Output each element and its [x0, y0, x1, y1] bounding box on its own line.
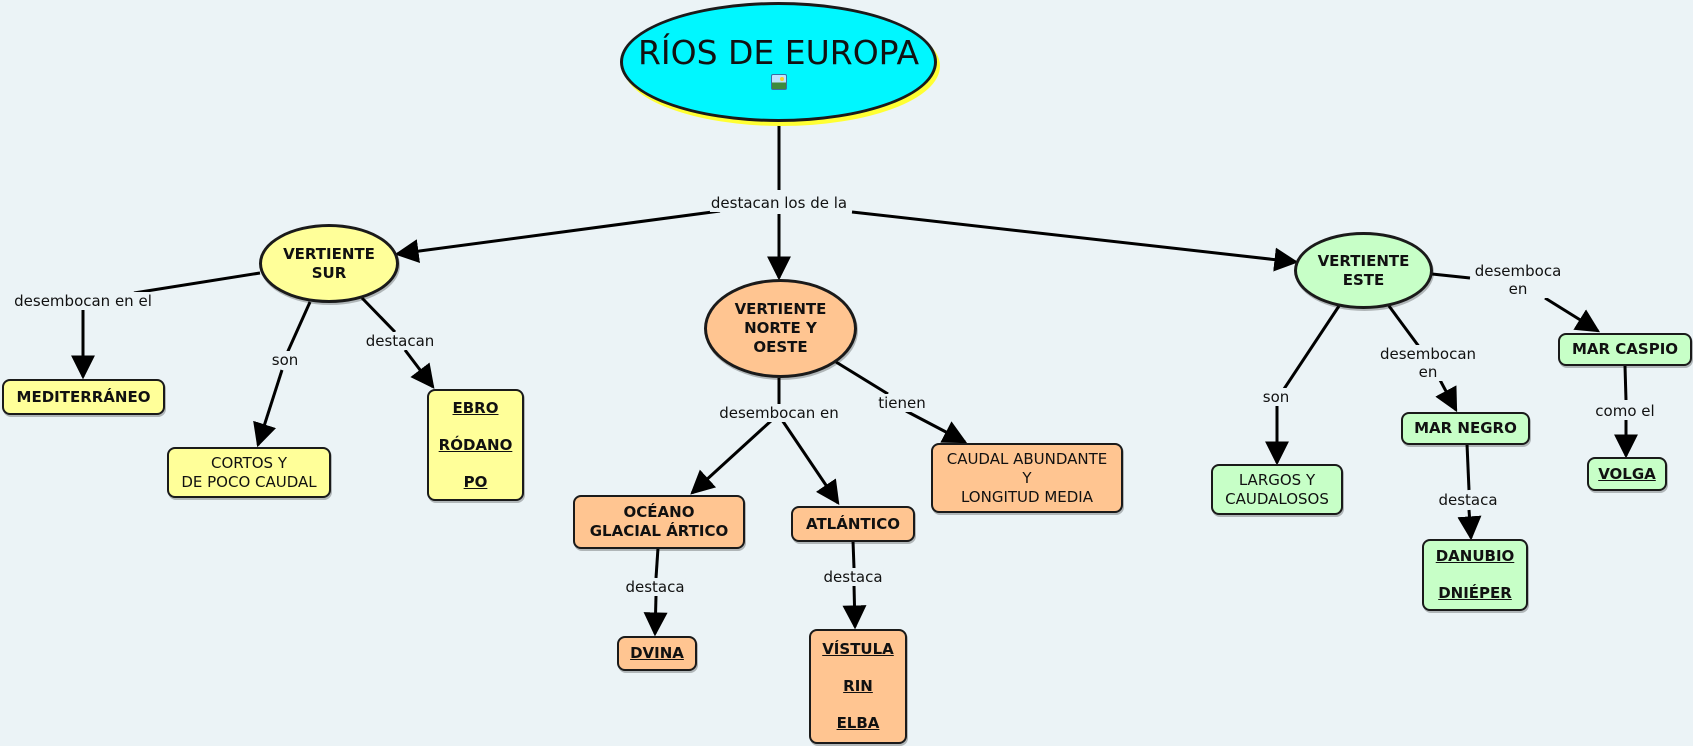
link-desembocan-en-el: desembocan en el [13, 292, 153, 310]
node-largos-label: LARGOS Y CAUDALOSOS [1225, 470, 1329, 508]
link-destacan-los-de-la: destacan los de la [709, 194, 849, 212]
node-caudal-abundante[interactable]: CAUDAL ABUNDANTE Y LONGITUD MEDIA [931, 443, 1123, 513]
node-atlantico[interactable]: ATLÁNTICO [791, 506, 915, 542]
link-son-este: son [1261, 388, 1291, 406]
river-link-po[interactable]: PO [463, 472, 488, 491]
node-vertiente-sur-label: VERTIENTE SUR [283, 244, 375, 282]
edge-este-son [1280, 305, 1341, 393]
node-mar-negro-label: MAR NEGRO [1414, 419, 1517, 437]
river-link-volga[interactable]: VOLGA [1598, 464, 1656, 483]
river-link-dvina[interactable]: DVINA [630, 644, 684, 662]
edge-artico-destaca [654, 547, 660, 579]
image-attachment-icon[interactable] [770, 74, 787, 90]
edge-destaca-rios [842, 584, 867, 630]
title-text: RÍOS DE EUROPA [637, 33, 920, 72]
node-rios-negro[interactable]: DANUBIO DNIÉPER [1422, 539, 1528, 611]
link-destaca-atlantico: destaca [822, 568, 884, 586]
node-vertiente-este[interactable]: VERTIENTE ESTE [1294, 232, 1433, 309]
edge-desemboca-caspio [1544, 296, 1601, 333]
edge-negro-destaca [1465, 443, 1471, 491]
edge-desembocan-negro [1435, 379, 1458, 413]
edge-caspio-como [1623, 365, 1628, 401]
node-rios-caspio[interactable]: VOLGA [1587, 457, 1667, 491]
edge-atlantico-destaca [851, 540, 856, 569]
edge-norte-tienen [835, 360, 889, 396]
river-link-elba[interactable]: ELBA [836, 714, 880, 732]
edge-este-desemboca [1431, 272, 1471, 280]
edge-sur-destacan [360, 296, 397, 334]
edge-desemb-atlantico [780, 419, 840, 505]
node-oceano-artico[interactable]: OCÉANO GLACIAL ÁRTICO [573, 495, 745, 549]
link-tienen: tienen [877, 394, 927, 412]
node-mar-caspio-label: MAR CASPIO [1571, 340, 1679, 358]
link-desembocan-en-este: desembocan en [1378, 345, 1478, 381]
node-vertiente-sur[interactable]: VERTIENTE SUR [259, 224, 399, 303]
node-rios-atlantico[interactable]: VÍSTULA RIN ELBA [809, 629, 907, 744]
link-desemboca-en: desemboca en [1473, 262, 1563, 298]
edge-destaca-rios-este [1457, 509, 1482, 541]
node-oceano-artico-label: OCÉANO GLACIAL ÁRTICO [589, 503, 729, 540]
node-cortos-label: CORTOS Y DE POCO CAUDAL [181, 453, 317, 491]
node-mar-negro[interactable]: MAR NEGRO [1401, 412, 1530, 445]
node-vertiente-norte-oeste[interactable]: VERTIENTE NORTE Y OESTE [704, 279, 857, 378]
edge-desemb-artico [690, 418, 774, 495]
node-mediterraneo-label: MEDITERRÁNEO [16, 387, 151, 406]
edge-destacan-rios [403, 349, 435, 389]
node-vertiente-este-label: VERTIENTE ESTE [1317, 251, 1410, 289]
node-rios-artico[interactable]: DVINA [617, 636, 697, 671]
link-destaca-artico: destaca [624, 578, 686, 596]
link-desembocan-en-norte: desembocan en [718, 404, 840, 422]
link-destaca-negro: destaca [1437, 491, 1499, 509]
link-como-el: como el [1594, 402, 1656, 420]
edge-destaca-dvina [643, 595, 668, 637]
river-link-rodano[interactable]: RÓDANO [438, 435, 513, 454]
node-cortos[interactable]: CORTOS Y DE POCO CAUDAL [167, 447, 331, 498]
river-link-danubio[interactable]: DANUBIO [1435, 547, 1515, 565]
river-link-rin[interactable]: RIN [843, 677, 873, 695]
edge-link-sur [394, 209, 721, 264]
node-vertiente-norte-oeste-label: VERTIENTE NORTE Y OESTE [734, 300, 827, 356]
node-caudal-abundante-label: CAUDAL ABUNDANTE Y LONGITUD MEDIA [946, 449, 1108, 506]
edge-tienen-caudal [905, 409, 968, 444]
link-son-sur: son [270, 351, 300, 369]
title-node[interactable]: RÍOS DE EUROPA [620, 2, 937, 122]
edge-este-desembocan [1387, 305, 1422, 349]
edge-son-cortos [253, 369, 284, 448]
node-largos[interactable]: LARGOS Y CAUDALOSOS [1211, 464, 1343, 515]
link-destacan-sur: destacan [364, 332, 436, 350]
node-atlantico-label: ATLÁNTICO [806, 514, 900, 533]
node-mediterraneo[interactable]: MEDITERRÁNEO [2, 379, 165, 415]
edge-sur-desemb [133, 271, 261, 295]
node-rios-sur[interactable]: EBRO RÓDANO PO [427, 389, 524, 501]
edge-link-este [851, 210, 1299, 272]
river-link-vistula[interactable]: VÍSTULA [822, 640, 894, 658]
node-mar-caspio[interactable]: MAR CASPIO [1558, 333, 1692, 366]
river-link-ebro[interactable]: EBRO [452, 398, 499, 417]
edge-sur-son [282, 301, 312, 361]
river-link-dnieper[interactable]: DNIÉPER [1438, 584, 1512, 602]
